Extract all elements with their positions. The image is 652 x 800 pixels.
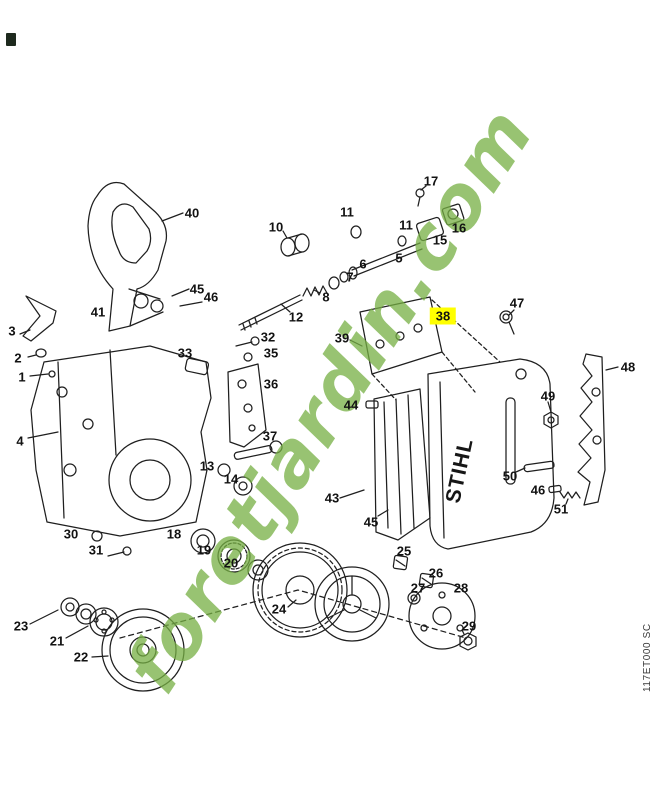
part-label-35: 35 (263, 345, 279, 361)
part-label-45: 45 (363, 514, 379, 530)
part-label-31: 31 (88, 542, 104, 558)
part-label-17: 17 (423, 173, 439, 189)
part-label-43: 43 (324, 490, 340, 506)
part-label-30: 30 (63, 526, 79, 542)
part-label-1: 1 (18, 369, 26, 385)
part-label-28: 28 (453, 580, 469, 596)
part-label-32: 32 (260, 329, 276, 345)
part-label-14: 14 (223, 471, 239, 487)
part-label-37: 37 (262, 428, 278, 444)
part-label-26: 26 (428, 565, 444, 581)
part-label-3: 3 (8, 323, 16, 339)
shaft-assembly-drawing (238, 185, 465, 331)
part-label-46: 46 (203, 289, 219, 305)
part-label-29: 29 (461, 618, 477, 634)
small-fasteners-drawing (91, 336, 260, 557)
part-label-15: 15 (432, 232, 448, 248)
part-label-41: 41 (90, 304, 106, 320)
part-label-40: 40 (184, 205, 200, 221)
handle-drawing (87, 181, 203, 332)
part-label-46: 46 (530, 482, 546, 498)
part-label-2: 2 (14, 350, 22, 366)
part-label-47: 47 (509, 295, 525, 311)
part-label-24: 24 (271, 601, 287, 617)
part-label-18: 18 (166, 526, 182, 542)
housing-drawing (27, 345, 212, 537)
part-label-45: 45 (189, 281, 205, 297)
clutch-drawing (29, 542, 477, 692)
part-label-48: 48 (620, 359, 636, 375)
document-code: 117ET000 SC (642, 623, 652, 692)
part-label-44: 44 (343, 397, 359, 413)
part-label-49: 49 (540, 388, 556, 404)
part-label-27: 27 (410, 580, 426, 596)
part-label-39: 39 (334, 330, 350, 346)
scan-corner-mark (6, 33, 16, 46)
part-label-25: 25 (396, 543, 412, 559)
part-label-16: 16 (451, 220, 467, 236)
part-label-38: 38 (429, 307, 457, 325)
part-label-7: 7 (346, 269, 354, 285)
part-label-51: 51 (553, 501, 569, 517)
part-label-13: 13 (199, 458, 215, 474)
part-label-11: 11 (340, 204, 354, 220)
lever-drawing (19, 295, 57, 378)
part-label-4: 4 (16, 433, 24, 449)
part-label-21: 21 (49, 633, 65, 649)
part-label-22: 22 (73, 649, 89, 665)
part-label-23: 23 (13, 618, 29, 634)
part-label-11: 11 (399, 217, 413, 233)
inner-cover-drawing (339, 388, 431, 541)
part-label-6: 6 (359, 256, 367, 272)
plate-drawing (217, 363, 283, 496)
part-label-10: 10 (268, 219, 284, 235)
part-label-8: 8 (322, 289, 330, 305)
right-hardware-drawing (499, 309, 619, 506)
part-label-5: 5 (395, 250, 403, 266)
part-label-20: 20 (223, 555, 239, 571)
part-label-50: 50 (502, 468, 518, 484)
sprocket-cover-drawing (427, 358, 555, 550)
part-label-19: 19 (196, 542, 212, 558)
part-label-33: 33 (177, 345, 193, 361)
part-label-12: 12 (288, 309, 304, 325)
part-label-36: 36 (263, 376, 279, 392)
